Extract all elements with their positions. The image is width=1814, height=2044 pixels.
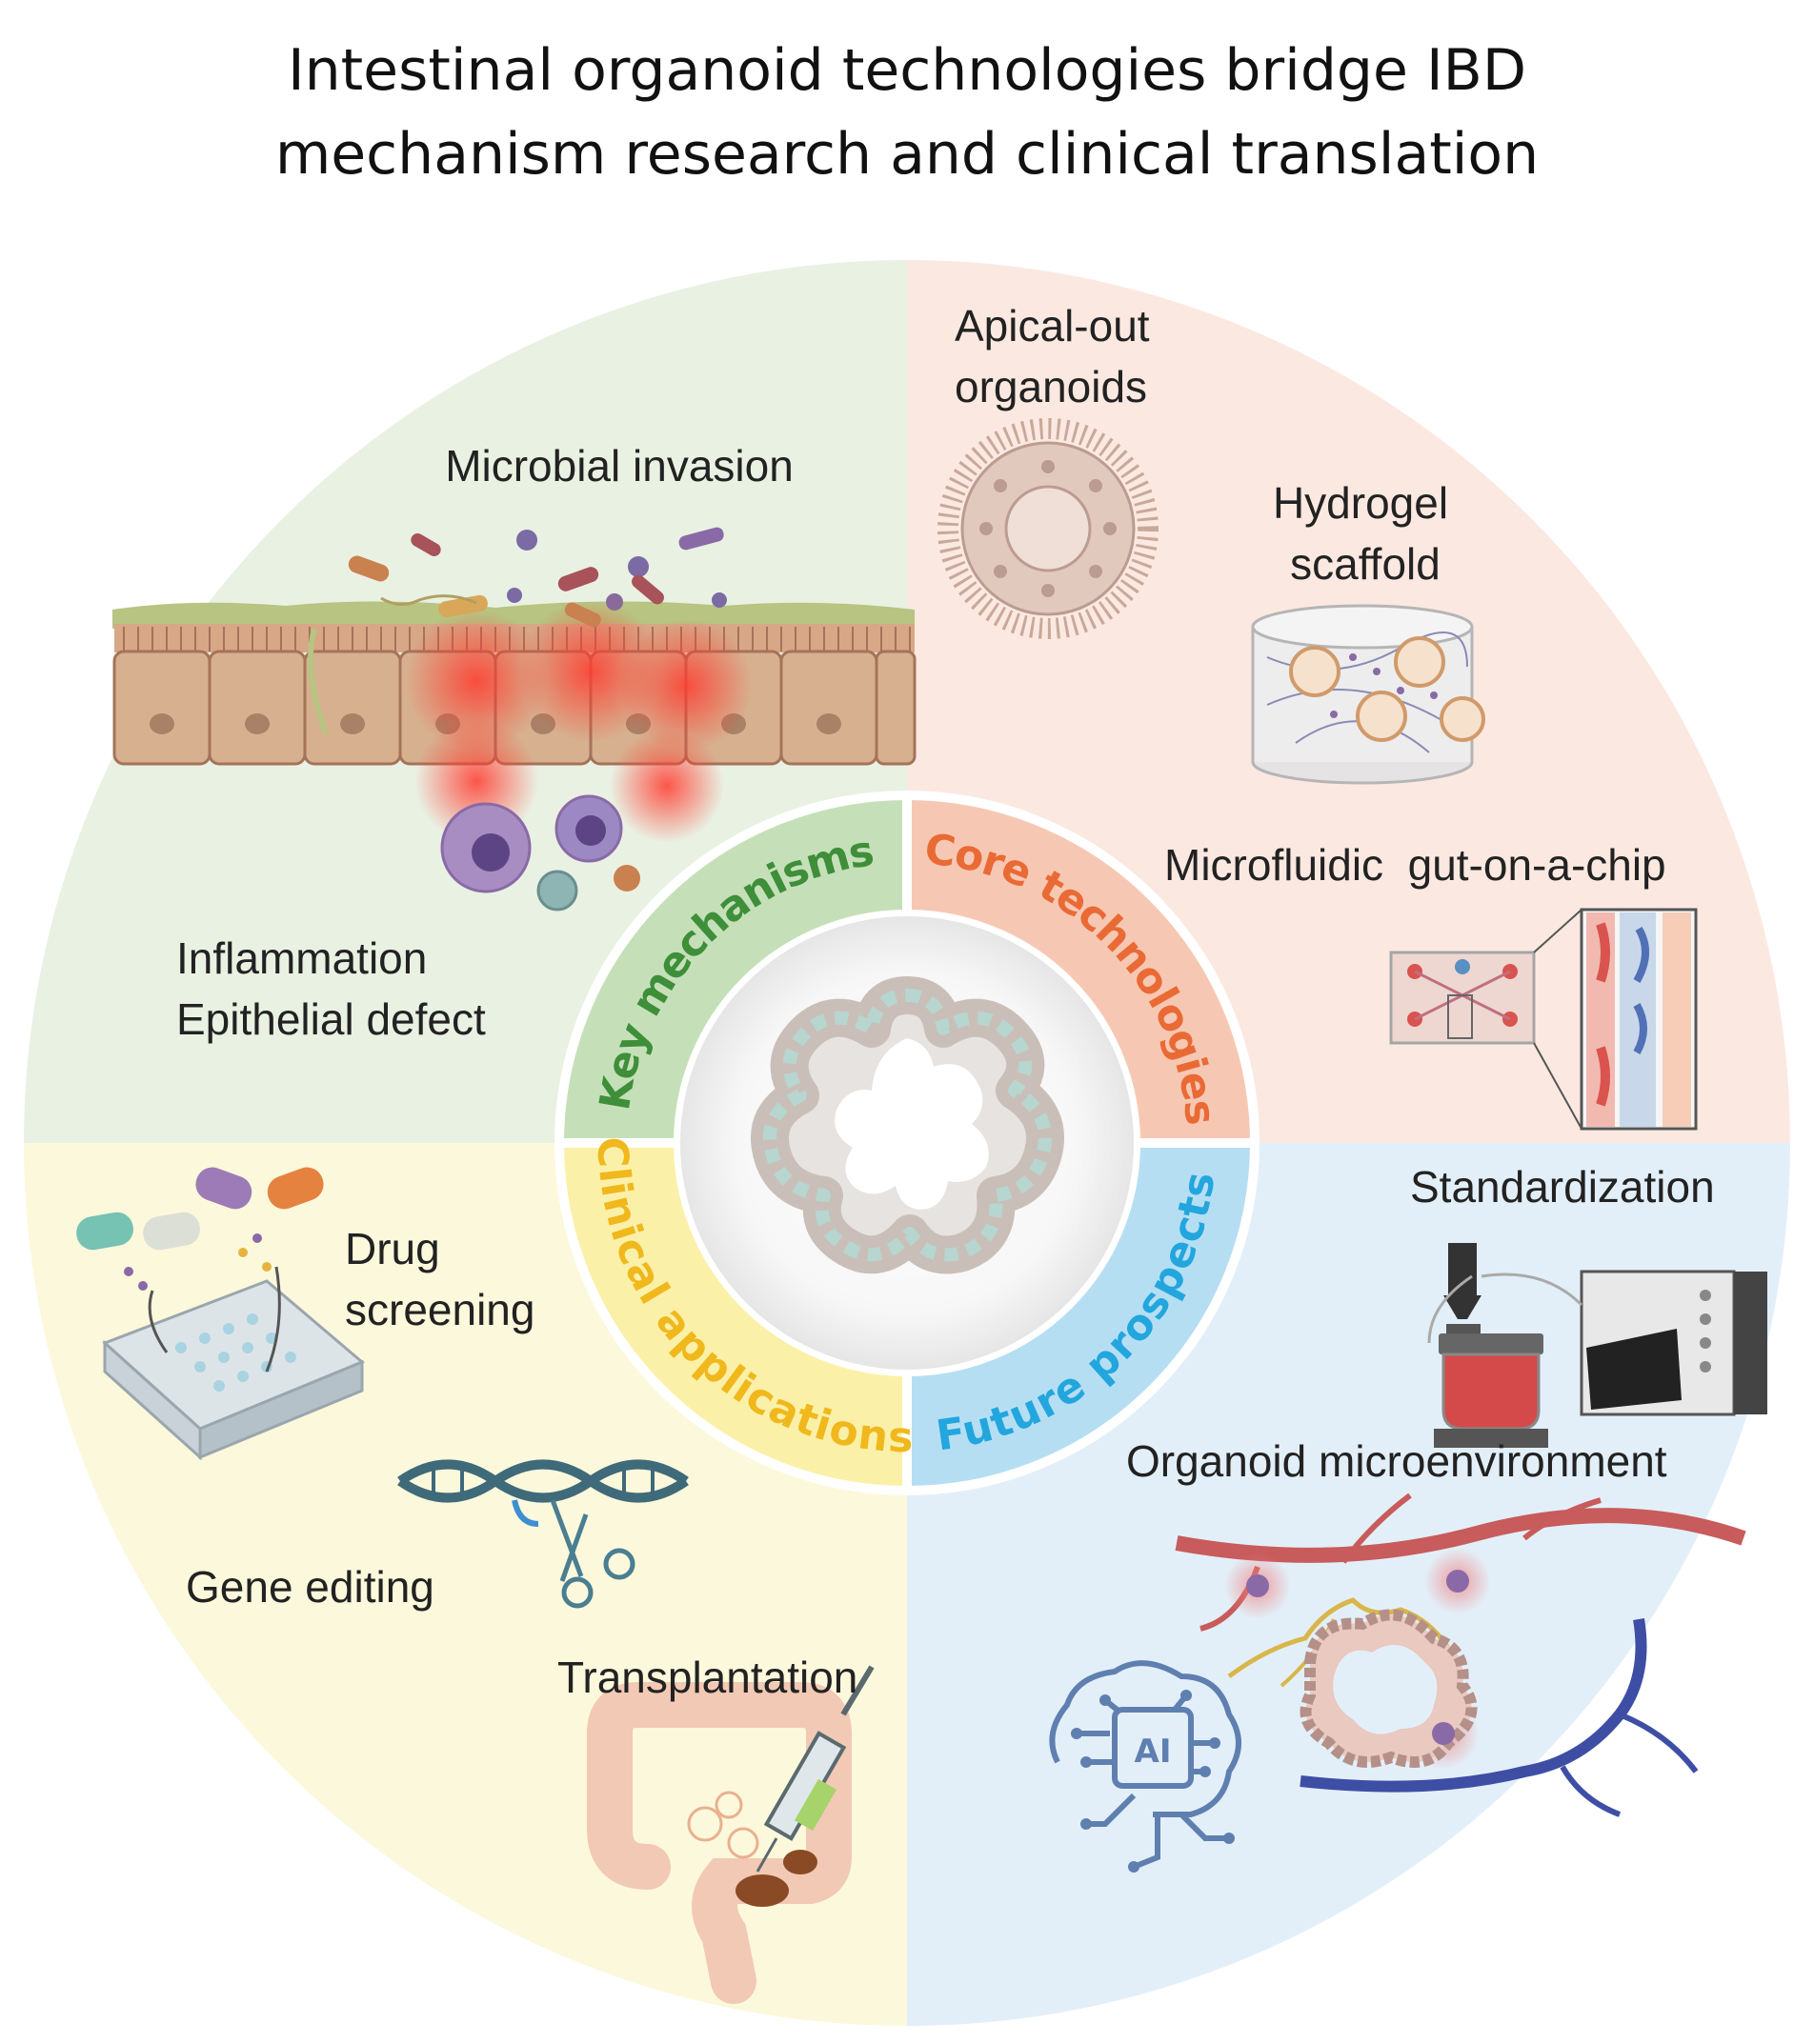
epithelium-illustration <box>112 527 917 912</box>
ring-segment-clinical-applications <box>554 1138 912 1496</box>
dna-scissors-illustration <box>397 1459 689 1609</box>
label-gene-editing: Gene editing <box>186 1562 434 1612</box>
title-line-1: Intestinal organoid technologies bridge … <box>287 37 1527 104</box>
center-organoid-illustration <box>751 976 1064 1274</box>
ring-segment-core-technologies <box>902 790 1260 1148</box>
organoid-microenvironment-illustration <box>1175 1493 1746 1817</box>
label-epithelial-defect: Epithelial defect <box>176 994 486 1044</box>
label-transplantation: Transplantation <box>557 1653 857 1702</box>
hydrogel-scaffold-illustration <box>1251 604 1485 785</box>
label-apical-out-line1: Apical-out <box>955 301 1150 351</box>
label-apical-out-line2: organoids <box>955 362 1147 411</box>
ring-segment-future-prospects <box>902 1138 1260 1496</box>
title-line-2: mechanism research and clinical translat… <box>274 121 1540 188</box>
drug-screening-illustration <box>76 1167 365 1461</box>
label-drug-line1: Drug <box>345 1224 440 1273</box>
label-inflammation: Inflammation <box>176 933 427 983</box>
label-hydrogel-line2: scaffold <box>1290 539 1441 589</box>
label-drug-line2: screening <box>345 1285 534 1334</box>
ring-segment-key-mechanisms <box>554 790 912 1148</box>
ai-brain-icon: AI <box>1049 1660 1241 1873</box>
microfluidic-chip-illustration <box>1389 908 1698 1131</box>
label-microbial-invasion: Microbial invasion <box>445 441 794 491</box>
bioreactor-illustration <box>1427 1243 1767 1448</box>
label-microfluidic-gut-on-a-chip: Microfluidic gut-on-a-chip <box>1164 840 1666 890</box>
ai-chip-label: AI <box>1135 1733 1172 1771</box>
main-title: Intestinal organoid technologies bridge … <box>0 29 1814 196</box>
label-hydrogel-line1: Hydrogel <box>1273 478 1448 528</box>
apical-out-organoid-illustration <box>937 418 1159 639</box>
label-organoid-microenvironment: Organoid microenvironment <box>1126 1436 1667 1486</box>
label-standardization: Standardization <box>1410 1162 1715 1212</box>
syringe-icon <box>756 1665 875 1873</box>
colon-transplantation-illustration <box>587 1665 875 2004</box>
